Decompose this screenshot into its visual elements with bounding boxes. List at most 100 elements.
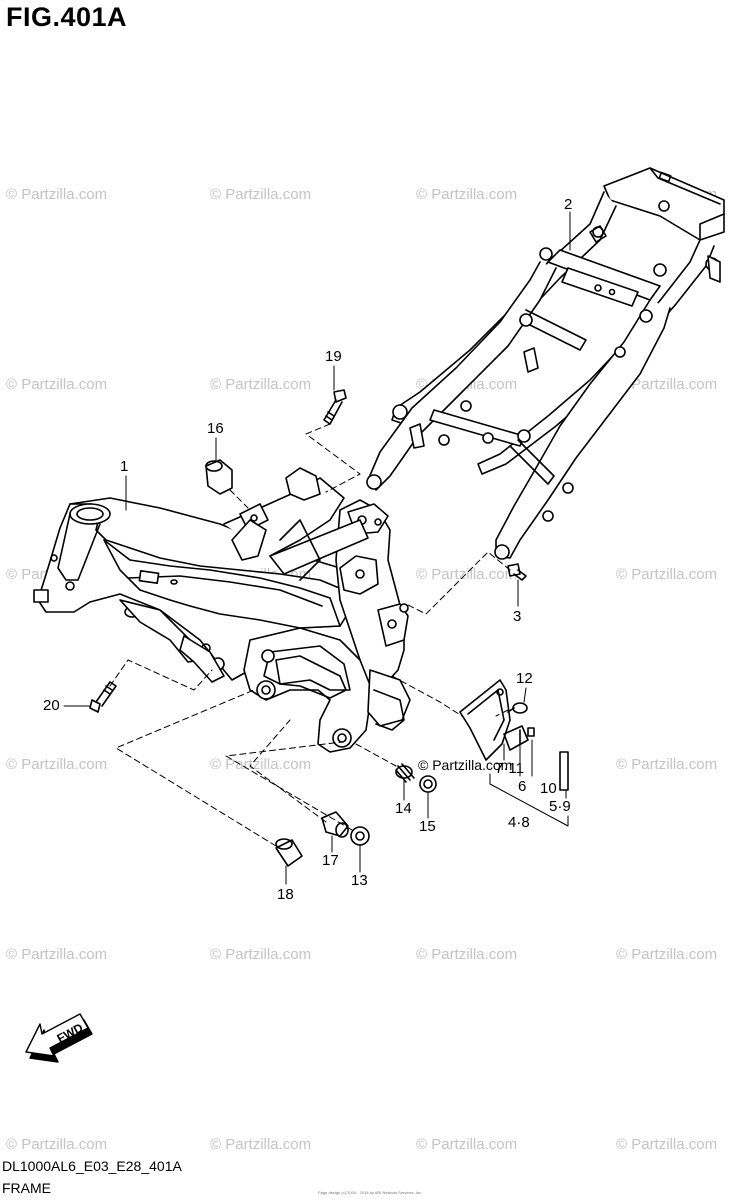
callout-14: 14 [395,800,412,817]
nut-15 [419,775,437,793]
subframe-boss [562,482,574,494]
dash-line-17 [249,719,327,823]
subframe-boss [653,263,667,277]
dash-line-20 [109,659,213,691]
subframe-boss [519,313,533,327]
callout-12: 12 [516,670,533,687]
cross-tube [269,519,369,575]
side-cover [459,679,511,761]
rear-subframe [366,167,725,560]
watermark-text: © Partzilla.com [6,756,108,773]
watermark-text: © Partzilla.com [616,946,718,963]
subframe-rear-box-edge [649,167,721,205]
watermark-text: © Partzilla.com [416,946,518,963]
collar-17 [321,811,349,838]
subframe-boss [366,474,382,490]
bolt-12-shank [507,707,515,713]
bushing-16-body [205,459,233,495]
dash-line-18 [115,689,277,847]
dash-line-12 [495,709,509,717]
callout-4-8: 4·8 [508,814,530,831]
watermark-text: © Partzilla.com [210,376,312,393]
bolt-19-head [333,389,347,403]
bolt-3-shank [513,569,527,581]
pivot-boss [332,728,352,748]
callout-6: 6 [518,778,527,795]
fwd-arrow-body [25,1013,89,1057]
right-spar-panel [127,575,323,607]
main-frame-top-bracket [285,467,321,501]
frame-flange [179,635,225,683]
subframe-boss [542,510,554,522]
nut-13 [350,826,370,846]
engine-mount-bracket [339,555,379,595]
spar-slot [138,569,160,585]
frame-hole [65,581,75,591]
watermark-text: © Partzilla.com [616,1136,718,1153]
main-frame-right-spar [103,539,341,629]
bolt-12 [507,702,528,714]
head-tube [69,503,111,525]
label-small [527,727,535,737]
dash-line-16 [229,489,249,509]
subframe-boss [392,404,408,420]
rear-bracket-hole [374,518,382,526]
assembly-lines [109,423,511,847]
callout-3: 3 [513,608,522,625]
callout-2: 2 [564,196,573,213]
diagram-caption: FRAME [2,1180,51,1196]
bolt-19-thread [325,411,335,421]
main-frame [33,467,411,753]
copyright-line: Page design (c) 2004 - 2015 by ARI Netwo… [318,1190,423,1195]
subframe-tab [523,347,539,373]
subframe-boss [658,200,670,212]
bushing-16-top [205,460,223,472]
subframe-boss [517,429,531,443]
side-cover-hole [496,688,504,696]
side-cover-edge [467,689,505,741]
subframe-boss [482,432,494,444]
callout-7-11: 7·11 [495,760,524,777]
figure-title: FIG.401A [6,2,128,32]
engine-mount-hole [355,569,365,579]
mount-hole [250,514,258,522]
nut-15-body [419,775,437,793]
upper-gusset [231,519,267,561]
subframe-cross-plate [561,267,639,307]
callout-1: 1 [120,458,129,475]
subframe-boss [614,346,626,358]
callout-15: 15 [419,818,436,835]
frame-hole [50,554,58,562]
callout-20: 20 [43,697,60,714]
spacer-18 [275,838,303,867]
callout-18: 18 [277,886,294,903]
head-tube-inner [76,507,104,521]
fwd-arrow-icon [25,1013,93,1063]
subframe-hole [594,284,602,292]
diagram-code: DL1000AL6_E03_E28_401A [2,1158,182,1174]
rear-mount-hole [399,603,409,613]
bolt-20-shank [95,681,117,707]
pivot-boss [256,680,276,700]
watermark-text: © Partzilla.com [210,1136,312,1153]
watermark-text: © Partzilla.com [616,756,718,773]
subframe-rear-slot [658,171,672,183]
subframe-hole [608,288,616,296]
nut-13-inner [355,831,365,841]
spring-14 [395,763,415,783]
nut-13-body [350,826,370,846]
dash-line-3 [405,551,511,615]
watermark-text: © Partzilla.com [210,756,312,773]
label-large [559,751,569,791]
subframe-tab [589,225,607,243]
subframe-rear-face [699,213,725,241]
spacer-18-end [275,838,293,850]
watermark-text: © Partzilla.com [616,376,718,393]
pivot-lug [367,669,411,727]
collar-17-body [321,811,349,837]
bolt-3-head [507,563,521,577]
callout-10: 10 [540,780,557,797]
collar-17-end [335,822,349,838]
watermark-text: © Partzilla.com [210,186,312,203]
